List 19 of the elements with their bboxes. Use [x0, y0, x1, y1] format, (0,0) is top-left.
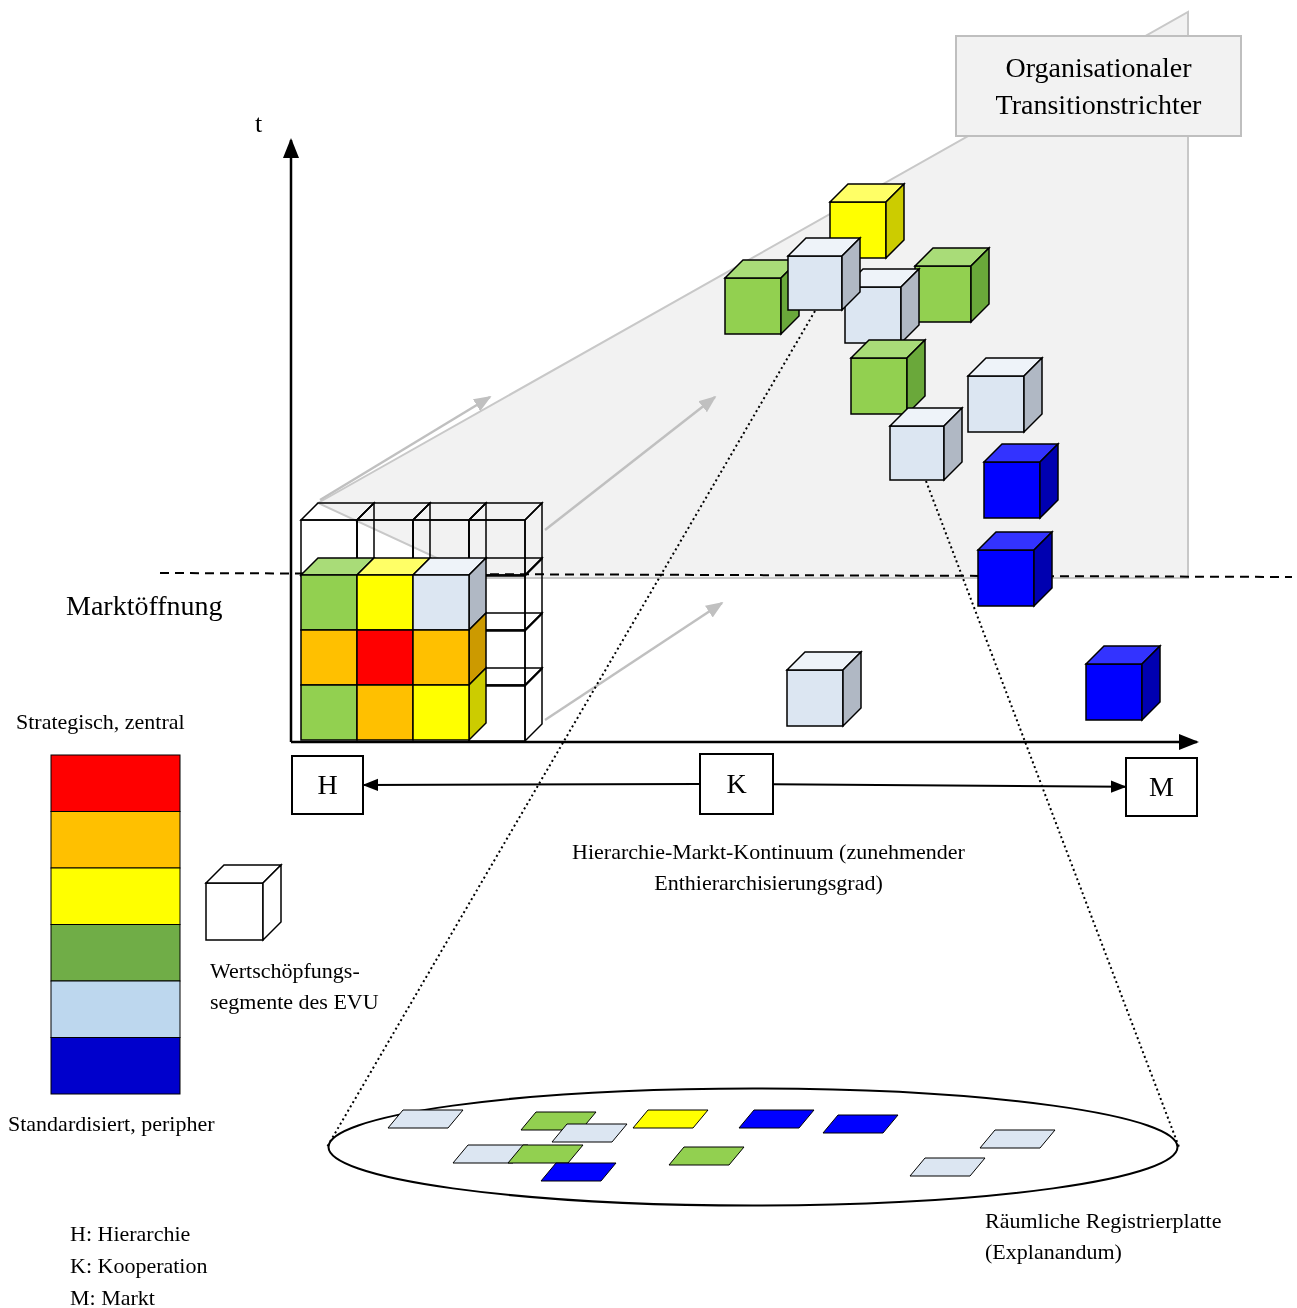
scale-label: Standardisiert, peripher — [8, 1110, 216, 1138]
abbreviation-note: H: Hierarchie — [70, 1220, 192, 1248]
cube — [787, 237, 861, 311]
scale-label: Strategisch, zentral — [16, 708, 186, 736]
end-box: M — [1125, 757, 1198, 817]
axis-caption: Hierarchie-Markt-Kontinuum (zunehmender Enthierarchisierungsgrad) — [571, 838, 966, 897]
arrow — [773, 780, 1127, 794]
caption-text: Räumliche Registrierplatte (Explanandum) — [985, 1207, 1223, 1266]
abbreviation-note: K: Kooperation — [70, 1252, 209, 1280]
axis-label: t — [255, 108, 264, 140]
end-box: H — [291, 755, 364, 815]
threshold-label: Marktöffnung — [66, 589, 224, 623]
leader-line — [326, 310, 816, 1148]
cube — [889, 407, 963, 481]
middle-box: K — [699, 753, 774, 815]
title-box: Organisationaler Transitionstrichter — [955, 35, 1242, 137]
leader-line — [925, 480, 1180, 1148]
abbreviation-note: M: Markt — [70, 1284, 156, 1308]
cube-description: Wertschöpfungs- segmente des EVU — [210, 957, 380, 1016]
